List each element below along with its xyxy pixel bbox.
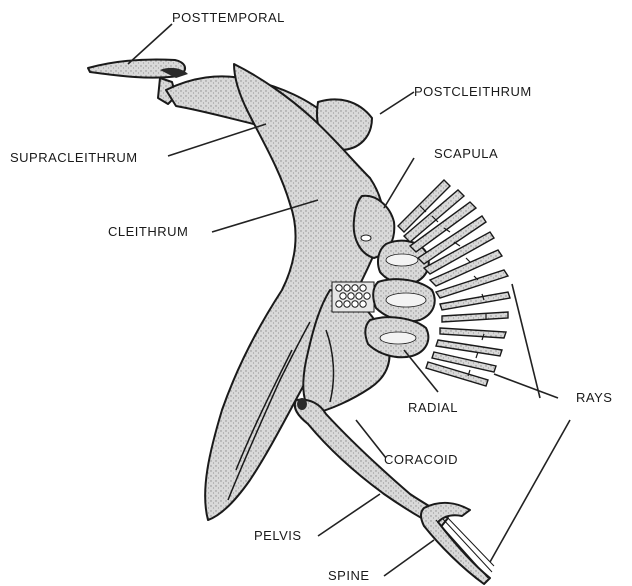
label-coracoid: CORACOID (384, 452, 458, 467)
label-supracleithrum: SUPRACLEITHRUM (10, 150, 138, 165)
leader-posttemporal (128, 24, 172, 64)
label-cleithrum: CLEITHRUM (108, 224, 188, 239)
coracoid-foramina (332, 282, 374, 312)
leader-supracleithrum (168, 124, 266, 156)
leader-pelvis (318, 494, 380, 536)
leader-spine (384, 540, 434, 576)
spine-bone (421, 503, 494, 584)
leader-scapula (384, 158, 414, 208)
label-postcleithrum: POSTCLEITHRUM (414, 84, 532, 99)
label-radial: RADIAL (408, 400, 458, 415)
leader-rays-lower (490, 420, 570, 562)
label-pelvis: PELVIS (254, 528, 302, 543)
label-rays: RAYS (576, 390, 612, 405)
label-spine: SPINE (328, 568, 370, 583)
leader-postcleithrum (380, 92, 414, 114)
leader-rays-upper (512, 284, 540, 398)
leader-rays-mid (494, 374, 558, 398)
label-scapula: SCAPULA (434, 146, 498, 161)
label-posttemporal: POSTTEMPORAL (172, 10, 285, 25)
